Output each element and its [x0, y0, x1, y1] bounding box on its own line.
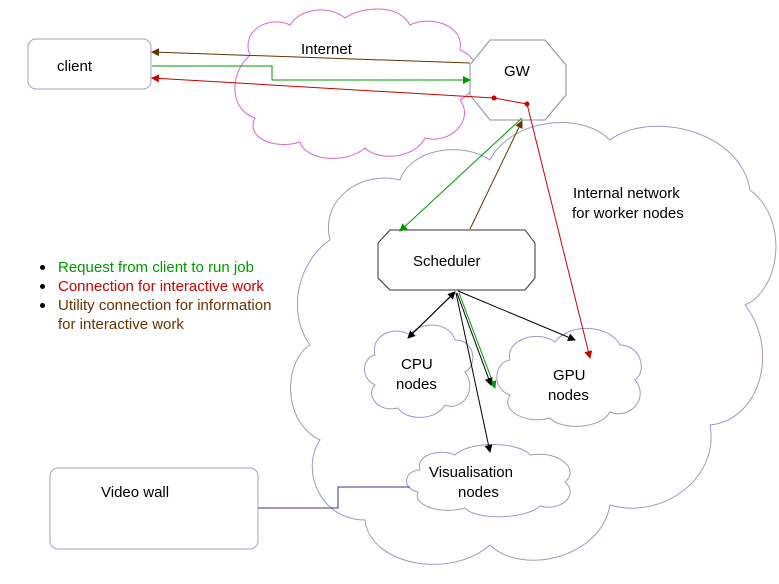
interactive-link-gw-segment — [493, 97, 528, 105]
scheduler-to-gpu-black-arrow — [456, 292, 493, 386]
gateway-node[interactable] — [469, 39, 567, 121]
gpu-nodes-label-line1: GPU — [553, 367, 586, 384]
visualisation-nodes-cloud[interactable] — [406, 444, 571, 518]
legend-request-text: Request from client to run job — [58, 259, 254, 276]
utility-arrow-gw-to-client — [151, 48, 471, 64]
bullet-icon — [40, 265, 45, 270]
video-wall-label: Video wall — [101, 484, 169, 501]
legend-item-interactive: Connection for interactive work — [40, 277, 275, 296]
interactive-arrow-gw-to-gpu — [526, 103, 593, 359]
video-wall-box[interactable] — [49, 467, 259, 550]
utility-arrow-scheduler-to-gw — [469, 120, 523, 230]
cpu-nodes-label-line1: CPU — [401, 356, 433, 373]
gpu-nodes-cloud[interactable] — [496, 328, 642, 427]
request-arrow-gw-to-scheduler — [399, 117, 523, 232]
bullet-icon — [40, 303, 45, 308]
visualisation-nodes-label-line2: nodes — [458, 484, 499, 501]
internet-label: Internet — [301, 41, 353, 58]
legend-item-utility: Utility connection for information for i… — [40, 296, 275, 334]
video-wall-link — [258, 486, 410, 509]
scheduler-to-visualisation-arrow — [455, 292, 493, 453]
gateway-label: GW — [504, 63, 531, 80]
internal-network-label-line2: for worker nodes — [572, 205, 684, 222]
interactive-link-client-gw — [151, 74, 495, 99]
legend-item-request: Request from client to run job — [40, 258, 275, 277]
request-arrow-client-to-gw — [152, 65, 471, 84]
internet-cloud — [234, 8, 478, 159]
client-box[interactable] — [27, 38, 152, 90]
scheduler-label: Scheduler — [413, 253, 481, 270]
cpu-nodes-label-line2: nodes — [396, 376, 437, 393]
internal-network-label-line1: Internal network — [573, 185, 680, 202]
visualisation-nodes-label-line1: Visualisation — [429, 464, 513, 481]
scheduler-node[interactable] — [377, 229, 536, 291]
legend: Request from client to run job Connectio… — [40, 258, 275, 334]
client-label: client — [57, 58, 93, 75]
gpu-nodes-label-line2: nodes — [548, 387, 589, 404]
scheduler-to-gpu-arrow — [457, 290, 576, 341]
bullet-icon — [40, 284, 45, 289]
legend-utility-text: Utility connection for information for i… — [58, 297, 272, 333]
legend-interactive-text: Connection for interactive work — [58, 278, 264, 295]
interactive-junction-dot-1 — [491, 95, 497, 101]
scheduler-to-gpu-request-arrow — [458, 292, 497, 389]
cpu-to-scheduler-arrow — [407, 291, 456, 339]
